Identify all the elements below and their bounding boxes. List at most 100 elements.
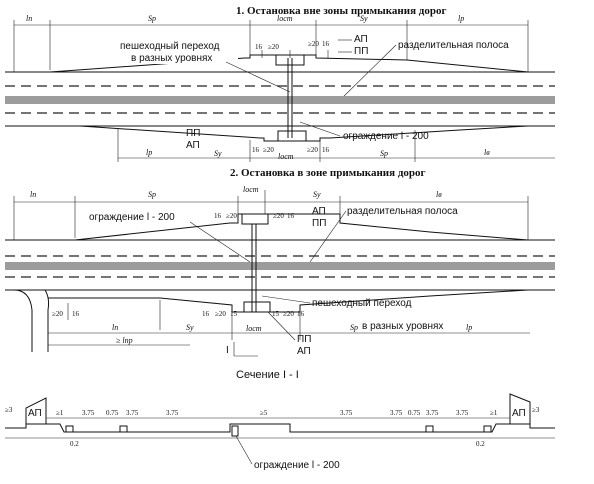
label-crossing-1: пешеходный переход <box>312 298 412 309</box>
label-ap: АП <box>186 140 200 151</box>
dim-s-u: Sу <box>186 323 194 332</box>
label-ap: АП <box>312 206 326 217</box>
dim-ge20: ≥20 <box>308 40 319 48</box>
curb <box>65 425 74 433</box>
diagram-2: lп Sр lост Sу lв 16 ≥20 ≥20 16 ограждени… <box>5 185 555 357</box>
dim-375: 3.75 <box>82 409 95 417</box>
title-2: 2. Остановка в зоне примыкания дорог <box>230 167 426 179</box>
dim-375: 3.75 <box>456 409 469 417</box>
bay-outline-bottom <box>48 289 529 313</box>
label-barrier: ограждение l - 200 <box>343 131 429 142</box>
dim-ge20: ≥20 <box>268 43 279 51</box>
road-surface <box>5 423 555 433</box>
title-1: 1. Остановка вне зоны примыкания дорог <box>236 5 446 17</box>
dim-l-r: lр <box>146 148 152 157</box>
label-dividing-strip: разделительная полоса <box>347 206 458 217</box>
dim-ge3: ≥3 <box>5 406 13 414</box>
dim-l-ost: lост <box>278 152 294 161</box>
stop-pavilion <box>241 213 269 225</box>
dim-15: 15 <box>230 310 238 318</box>
stop-pavilion <box>243 301 271 313</box>
dim-375: 3.75 <box>390 409 403 417</box>
label-pp: ПП <box>297 334 311 345</box>
dim-02: 0.2 <box>70 440 79 448</box>
label-crossing-1: пешеходный переход <box>120 41 220 52</box>
dim-s-r: Sр <box>148 14 156 23</box>
stop-pavilion <box>277 130 307 142</box>
curb <box>483 425 492 433</box>
pavilion-left <box>25 397 47 424</box>
dim-16: 16 <box>322 40 330 48</box>
label-pp: ПП <box>354 46 368 57</box>
dim-02: 0.2 <box>476 440 485 448</box>
label-ap: АП <box>512 408 526 419</box>
dim-s-u: Sу <box>214 149 222 158</box>
dim-16: 16 <box>255 43 263 51</box>
section-mark: I <box>226 345 229 356</box>
dim-s-u: Sу <box>360 14 368 23</box>
bay-outline-bottom <box>14 125 529 142</box>
dim-ge3: ≥3 <box>532 406 540 414</box>
dim-l-n: lп <box>30 190 36 199</box>
label-ap: АП <box>28 408 42 419</box>
dim-ge20: ≥20 <box>52 310 63 318</box>
dim-l-r: lр <box>458 14 464 23</box>
dim-375: 3.75 <box>166 409 179 417</box>
dim-16: 16 <box>72 310 80 318</box>
dim-075: 0.75 <box>408 409 421 417</box>
label-pp: ПП <box>312 218 326 229</box>
dim-ge1: ≥1 <box>490 409 498 417</box>
dim-s-u: Sу <box>313 190 321 199</box>
side-road-curve-outer <box>13 289 33 352</box>
side-road-curve-inner <box>44 289 50 352</box>
curb <box>425 425 434 433</box>
dim-l-r: lр <box>466 323 472 332</box>
dim-ge20: ≥20 <box>273 212 284 220</box>
dim-ge-l-pr: ≥ lпр <box>116 336 133 345</box>
dim-s-r: Sр <box>148 190 156 199</box>
dim-s-r: Sр <box>350 323 358 332</box>
leader-line <box>267 311 296 341</box>
dim-375: 3.75 <box>426 409 439 417</box>
bay-outline-top <box>14 213 529 241</box>
dim-15: 15 <box>272 310 280 318</box>
dim-ge20: ≥20 <box>215 310 226 318</box>
label-barrier: ограждение l - 200 <box>254 460 340 471</box>
barrier <box>231 425 239 437</box>
cross-section: АП ≥3 АП ≥3 ≥1 3.75 0.75 3.75 3.75 ≥5 3.… <box>5 393 555 471</box>
label-pp: ПП <box>186 128 200 139</box>
pavilion-right <box>509 393 531 424</box>
leader-line <box>309 210 347 263</box>
dim-375: 3.75 <box>340 409 353 417</box>
dim-16: 16 <box>322 146 330 154</box>
label-crossing-2: в разных уровнях <box>131 53 212 64</box>
dim-375: 3.75 <box>126 409 139 417</box>
dim-ge20: ≥20 <box>283 310 294 318</box>
label-ap: АП <box>297 346 311 357</box>
leader-line <box>235 435 253 465</box>
dim-16: 16 <box>252 146 260 154</box>
leader-line <box>189 221 251 263</box>
dim-l-ost: lост <box>277 14 293 23</box>
dim-16: 16 <box>297 310 305 318</box>
leader-line <box>225 61 291 93</box>
dim-ge20: ≥20 <box>307 146 318 154</box>
dim-l-ost: lост <box>243 185 259 194</box>
curb <box>119 425 128 433</box>
dim-s-r: Sр <box>380 149 388 158</box>
dim-l-v: lв <box>436 190 442 199</box>
dim-16: 16 <box>287 212 295 220</box>
dim-l-ost: lост <box>246 324 262 333</box>
diagram-1: lп Sр lост Sу lр 16 ≥20 ≥20 16 пешеходны… <box>5 14 555 162</box>
section-title: Сечение I - I <box>236 369 299 381</box>
dim-l-n: lп <box>112 323 118 332</box>
leader-line <box>299 121 341 137</box>
bay-outline-top <box>14 54 529 73</box>
label-dividing-strip: разделительная полоса <box>398 40 509 51</box>
dim-ge5: ≥5 <box>260 409 268 417</box>
dim-l-v: lв <box>484 148 490 157</box>
label-bg <box>118 38 238 64</box>
dim-075: 0.75 <box>106 409 119 417</box>
